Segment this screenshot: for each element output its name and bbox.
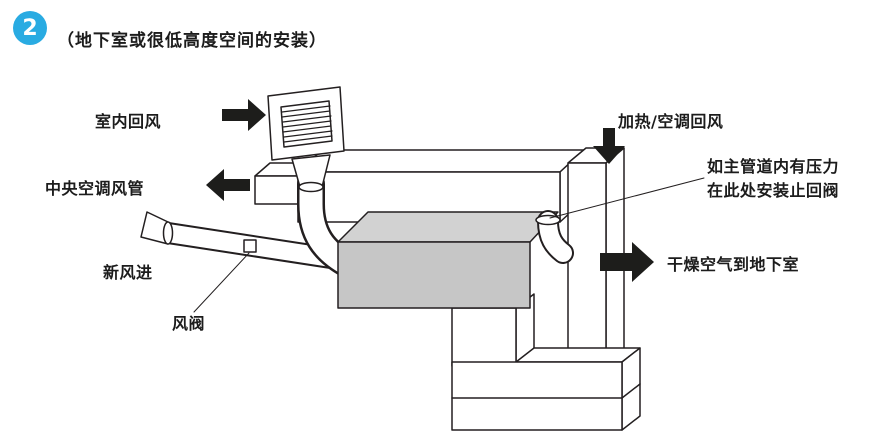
- indoor-return-arrow-icon: [222, 99, 266, 131]
- main-duct-top-face: [297, 149, 585, 173]
- unit-top-face: [337, 211, 559, 243]
- return-air-grille: [267, 86, 345, 161]
- floor-duct-side-face: [621, 347, 641, 431]
- leader-lines: [193, 177, 705, 313]
- central-duct-stub-front: [254, 175, 299, 205]
- fresh-air-pipe-collar: [162, 221, 174, 245]
- dry-air-arrow-icon: [600, 242, 654, 282]
- floor-duct-front-face: [451, 361, 623, 431]
- label-damper: 风阀: [172, 314, 206, 333]
- main-return-duct: [254, 149, 585, 223]
- heating-return-arrow-icon: [593, 128, 625, 164]
- floor-duct: [451, 347, 641, 431]
- check-valve-leader-line: [549, 177, 705, 219]
- floor-duct-seam-side: [621, 383, 641, 399]
- label-heating-return: 加热/空调回风: [618, 112, 724, 131]
- unit-outlet-duct: [451, 293, 535, 367]
- check-valve-elbow: [535, 210, 574, 264]
- grille-elbow-collar: [298, 181, 324, 193]
- floor-duct-top-face: [515, 347, 641, 363]
- unit-front-face: [337, 241, 531, 309]
- step-number-badge: 2: [13, 11, 47, 45]
- label-dry-air: 干燥空气到地下室: [667, 255, 800, 274]
- damper-leader-line: [193, 252, 250, 313]
- central-duct-arrow-icon: [206, 169, 250, 201]
- label-check-valve-line1: 如主管道内有压力: [707, 157, 840, 176]
- label-indoor-return: 室内回风: [95, 112, 162, 131]
- damper-square: [243, 239, 257, 253]
- label-check-valve-line2: 在此处安装止回阀: [707, 181, 840, 200]
- outlet-duct-front-face: [451, 307, 517, 367]
- check-valve-collar: [535, 214, 561, 226]
- grille-louvers: [281, 105, 333, 143]
- dehumidifier-unit: [337, 211, 559, 309]
- diagram-title: （地下室或很低高度空间的安装）: [57, 31, 327, 51]
- label-central-duct: 中央空调风管: [45, 179, 145, 198]
- label-fresh-air: 新风进: [103, 263, 153, 282]
